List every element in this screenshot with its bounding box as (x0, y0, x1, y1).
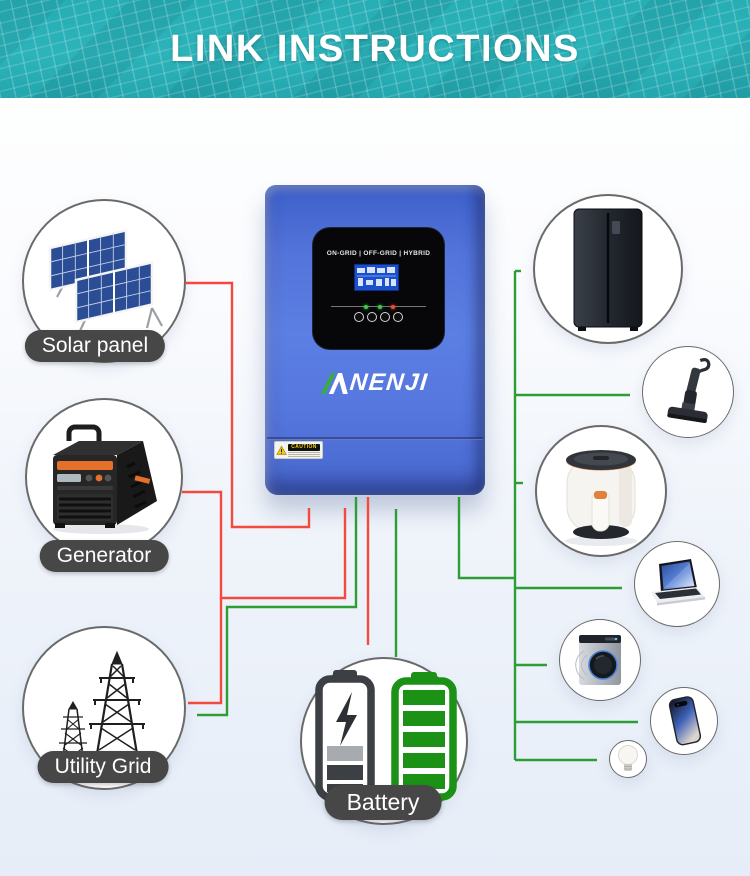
warning-triangle-icon (275, 442, 288, 458)
vacuum-circle (642, 346, 734, 438)
status-led-red (391, 304, 395, 309)
inverter-display-panel: ON-GRID | OFF-GRID | HYBRID (312, 227, 445, 350)
solar-panel-label: Solar panel (24, 330, 166, 362)
air-fryer-circle (535, 425, 667, 557)
inverter: ON-GRID | OFF-GRID | HYBRID (265, 185, 485, 495)
wire-inverter-to-load-trunk (457, 497, 515, 580)
wire-generator-to-inverter (182, 490, 347, 600)
status-led-row (331, 304, 426, 309)
inverter-seam (267, 437, 483, 440)
laptop-icon (651, 559, 705, 606)
brand-logo: NENJI (264, 369, 487, 397)
refrigerator-icon (573, 208, 643, 331)
status-led-green (364, 304, 368, 309)
light-bulb-icon (618, 745, 638, 771)
smartphone-icon (668, 696, 702, 746)
down-button (380, 312, 390, 322)
caution-text: CAUTION (288, 443, 320, 451)
generator-icon (53, 424, 157, 534)
brand-a-glyph (320, 372, 348, 394)
generator-circle (25, 398, 183, 556)
header-banner: LINK INSTRUCTIONS (0, 0, 750, 98)
generator-label: Generator (39, 540, 169, 572)
vacuum-cleaner-icon (667, 358, 711, 423)
washing-machine-circle (559, 619, 641, 701)
washing-machine-icon (575, 635, 621, 685)
up-button (367, 312, 377, 322)
page-title: LINK INSTRUCTIONS (170, 27, 580, 70)
air-fryer-icon (565, 450, 637, 546)
refrigerator-circle (533, 194, 683, 344)
control-buttons (313, 312, 444, 322)
status-led-green (378, 304, 382, 309)
wire-grid-to-inverter (188, 598, 223, 705)
laptop-circle (634, 541, 720, 627)
display-mode-label: ON-GRID | OFF-GRID | HYBRID (326, 250, 431, 257)
utility-grid-label: Utility Grid (37, 751, 169, 783)
smartphone-circle (650, 687, 718, 755)
solar-panel-icon (48, 228, 163, 343)
lcd-screen (354, 264, 399, 291)
caution-label: CAUTION (274, 441, 323, 459)
battery-label: Battery (324, 785, 442, 820)
enter-button (393, 312, 403, 322)
brand-text: NENJI (348, 369, 430, 396)
esc-button (354, 312, 364, 322)
light-bulb-circle (609, 740, 647, 778)
